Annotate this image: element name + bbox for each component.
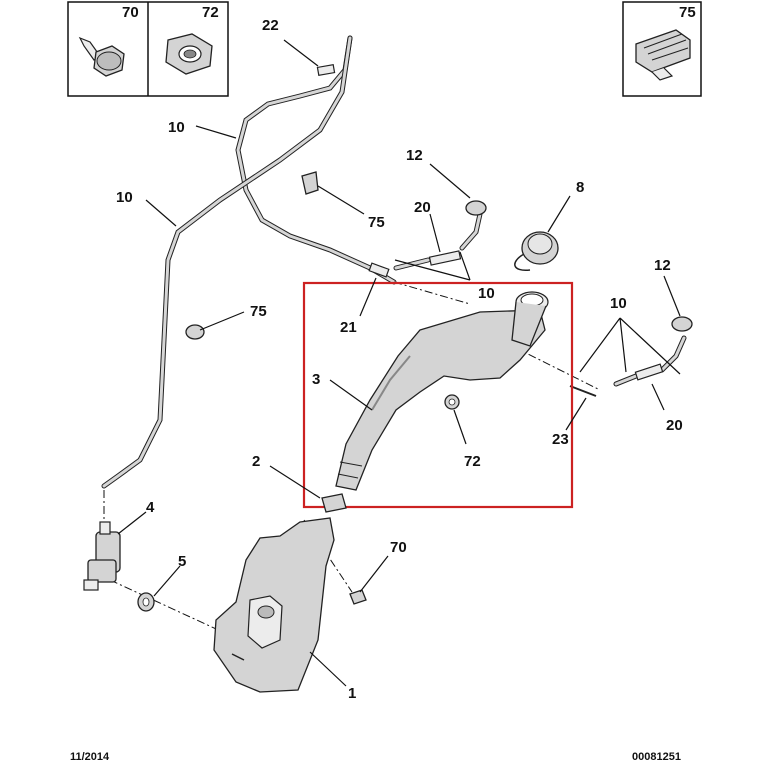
legend-box-group-left: 70 72 — [67, 1, 229, 97]
callout-3: 3 — [312, 371, 320, 388]
callout-5: 5 — [178, 553, 186, 570]
legend-box-group-right: 75 — [622, 1, 702, 97]
callout-10-right: 10 — [610, 295, 627, 312]
nut-icon — [165, 33, 213, 75]
leader-lines — [117, 39, 681, 687]
callout-70: 70 — [390, 539, 407, 556]
washer-pump — [83, 521, 121, 591]
connector-20-left — [428, 250, 462, 266]
callout-75-upper: 75 — [368, 214, 385, 231]
callout-75-lower: 75 — [250, 303, 267, 320]
callout-4: 4 — [146, 499, 155, 516]
callout-2: 2 — [252, 453, 260, 470]
highlight-frame — [302, 281, 574, 509]
legend-number-72: 72 — [202, 4, 219, 21]
callout-8: 8 — [576, 179, 584, 196]
callout-10-top: 10 — [168, 119, 185, 136]
clip-75-lower — [185, 324, 205, 340]
callout-23: 23 — [552, 431, 569, 448]
callout-20-right: 20 — [666, 417, 683, 434]
grommet-5 — [137, 592, 155, 612]
nozzle-12-left — [465, 200, 487, 216]
nut-72-part — [444, 394, 460, 410]
callout-72: 72 — [464, 453, 481, 470]
nozzle-12-right — [671, 316, 693, 332]
clip-75-upper — [301, 171, 319, 195]
legend-number-70: 70 — [122, 4, 139, 21]
connector-21 — [368, 262, 390, 278]
callout-1: 1 — [348, 685, 356, 702]
footer-date: 11/2014 — [70, 751, 110, 763]
bolt-70-part — [349, 589, 367, 605]
callout-labels: 22 10 10 75 75 12 20 8 10 21 12 10 20 23… — [116, 17, 683, 702]
hose-connector-22 — [316, 63, 336, 77]
filler-cap — [514, 231, 559, 271]
footer-reference: 00081251 — [632, 751, 681, 763]
callout-20-left: 20 — [414, 199, 431, 216]
seal-2 — [321, 493, 347, 513]
callout-10-center: 10 — [478, 285, 495, 302]
callout-10-left: 10 — [116, 189, 133, 206]
callout-12-left: 12 — [406, 147, 423, 164]
callout-21: 21 — [340, 319, 357, 336]
filler-neck — [335, 291, 549, 491]
callout-22: 22 — [262, 17, 279, 34]
legend-number-75: 75 — [679, 4, 696, 21]
bolt-icon — [78, 36, 125, 77]
hose-end-23 — [569, 385, 597, 397]
clip-icon — [635, 29, 691, 81]
connector-20-right — [634, 363, 664, 381]
callout-12-right: 12 — [654, 257, 671, 274]
washer-reservoir — [213, 517, 335, 693]
